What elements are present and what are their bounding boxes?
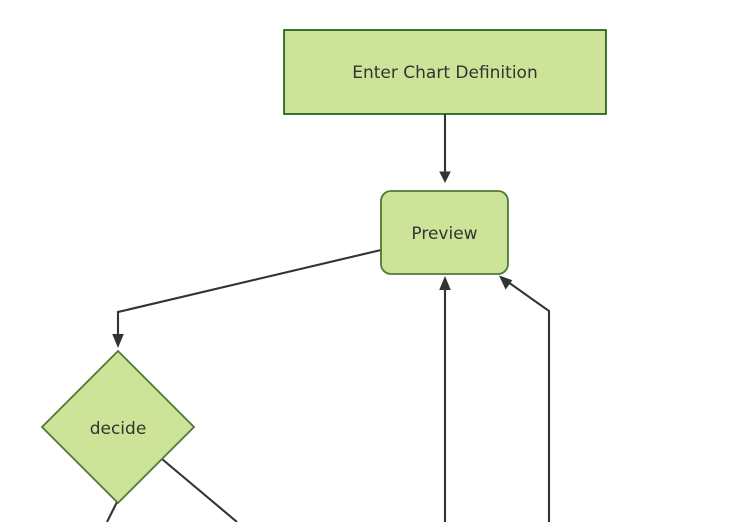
node-preview[interactable]: Preview: [380, 190, 509, 275]
edge-line: [161, 458, 238, 522]
node-rounded-rectangle-shape[interactable]: [380, 190, 509, 275]
edge-incoming-vertical-to-preview: [439, 276, 451, 522]
edge-line: [106, 499, 119, 522]
node-diamond-shape[interactable]: [40, 349, 196, 505]
arrowhead-icon: [439, 171, 451, 183]
node-label-decide: decide: [90, 419, 147, 439]
node-layer: Enter Chart Definition Preview decide: [40, 29, 607, 505]
edge-line: [116, 248, 382, 336]
edge-line: [507, 281, 551, 522]
edge-decide-right-out: [161, 458, 238, 522]
edge-decide-bottom-out: [106, 499, 119, 522]
node-label-enter-chart-definition: Enter Chart Definition: [352, 63, 537, 83]
node-decide[interactable]: decide: [40, 349, 196, 505]
edge-preview-to-decide: [112, 248, 382, 348]
arrowhead-icon: [499, 275, 513, 290]
edge-incoming-diagonal-to-preview: [499, 275, 551, 522]
edge-layer: [106, 114, 551, 522]
node-enter-chart-definition[interactable]: Enter Chart Definition: [283, 29, 607, 115]
edge-enter-to-preview: [439, 114, 451, 183]
node-rectangle-shape[interactable]: [283, 29, 607, 115]
arrowhead-icon: [439, 276, 451, 290]
arrowhead-icon: [112, 334, 124, 348]
node-label-preview: Preview: [411, 224, 477, 244]
